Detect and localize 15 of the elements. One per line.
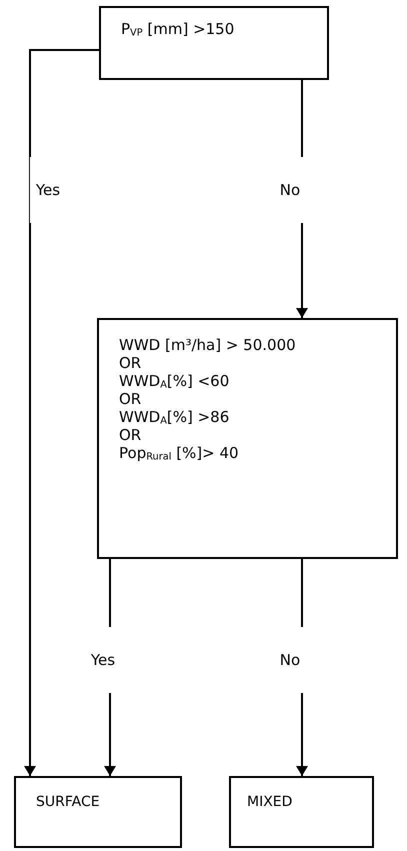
arrow bbox=[24, 49, 99, 776]
process-box bbox=[229, 776, 374, 848]
box-text: WWD$_{A}$[%] >86 bbox=[119, 408, 230, 426]
process-box bbox=[14, 776, 182, 848]
box-text: OR bbox=[119, 390, 142, 408]
box-text: SURFACE bbox=[36, 794, 101, 811]
box-text: MIXED bbox=[247, 794, 294, 811]
box-text: WWD$_{A}$[%] <60 bbox=[119, 372, 230, 390]
process-box bbox=[99, 6, 329, 80]
box-text: Pop$_{Rural}$ [%]> 40 bbox=[119, 444, 240, 462]
box-text: OR bbox=[119, 426, 142, 444]
box-text: OR bbox=[119, 354, 142, 372]
box-text: P$_{VP}$ [mm] >150 bbox=[121, 20, 236, 38]
process-box bbox=[97, 318, 398, 559]
box-text: WWD [m³/ha] > 50.000 bbox=[119, 336, 297, 354]
